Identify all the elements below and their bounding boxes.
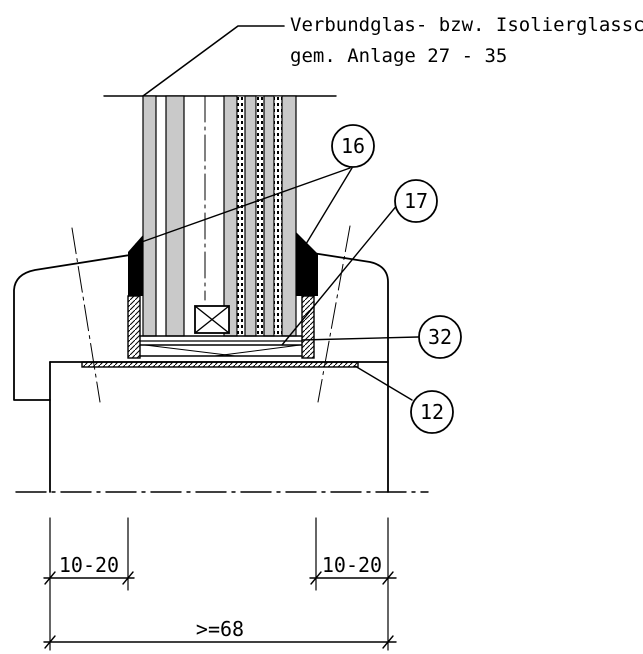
- marker-label: 32: [428, 325, 452, 349]
- frame-profile: [13, 251, 389, 493]
- left-axis-line: [71, 227, 101, 403]
- glass-pane: [263, 95, 275, 337]
- marker-circle: [394, 179, 438, 223]
- right-sealant: [296, 232, 318, 296]
- marker-16: 16: [331, 124, 375, 168]
- dimension-tick: [310, 571, 322, 585]
- interlayer: [236, 95, 246, 337]
- leader-17: [281, 203, 399, 346]
- marker-circle: [418, 315, 462, 359]
- marker-circle: [331, 124, 375, 168]
- glass-panes: [142, 95, 297, 337]
- dimension-text: >=68: [196, 617, 244, 641]
- left-glazing-strip: [127, 295, 141, 359]
- wedge-line: [214, 344, 301, 357]
- marker-label: 16: [341, 134, 365, 158]
- glass-pane: [244, 95, 257, 337]
- callout-line-2: gem. Anlage 27 - 35: [290, 45, 507, 67]
- glass-pane: [165, 95, 185, 337]
- interlayer: [273, 95, 283, 337]
- marker-label: 12: [420, 400, 444, 424]
- callout-line-1: Verbundglas- bzw. Isolierglasscheiben: [290, 14, 643, 36]
- frame-left-outline: [13, 254, 131, 401]
- setting-blocks: [139, 335, 303, 357]
- callout-label: Verbundglas- bzw. Isolierglasscheiben ge…: [142, 14, 643, 97]
- leader-12: [354, 365, 413, 401]
- dimension-tick: [44, 635, 56, 649]
- dimension-text: 10-20: [59, 553, 119, 577]
- glass-pane: [281, 95, 297, 337]
- callout-leader-line: [142, 25, 285, 97]
- marker-32: 32: [418, 315, 462, 359]
- right-axis-line: [317, 225, 351, 403]
- marker-circle: [410, 390, 454, 434]
- dimension-tick: [122, 571, 134, 585]
- dimension-tick: [382, 571, 394, 585]
- wedge-line: [144, 344, 236, 357]
- leader-16-right: [305, 167, 353, 245]
- spacer-cross: [194, 305, 230, 334]
- dimension-tick: [382, 635, 394, 649]
- leader-32: [301, 336, 419, 341]
- marker-12: 12: [410, 390, 454, 434]
- glass-pane: [142, 95, 157, 337]
- left-clearance-dimension: 10-20: [43, 553, 135, 585]
- right-clearance-dimension: 10-20: [309, 553, 397, 585]
- left-sealant: [128, 235, 143, 296]
- dimension-tick: [44, 571, 56, 585]
- dimension-text: 10-20: [322, 553, 382, 577]
- frame-right-outline: [305, 251, 389, 493]
- right-glazing-strip: [301, 295, 315, 359]
- marker-17: 17: [394, 179, 438, 223]
- spacer-block: [194, 305, 230, 334]
- base-seal-strip: [81, 361, 359, 368]
- leader-lines: [135, 167, 419, 401]
- marker-label: 17: [404, 189, 428, 213]
- leader-16-left: [135, 167, 351, 245]
- total-width-dimension: >=68: [43, 617, 397, 649]
- glass-pane: [223, 95, 238, 337]
- interlayer: [255, 95, 265, 337]
